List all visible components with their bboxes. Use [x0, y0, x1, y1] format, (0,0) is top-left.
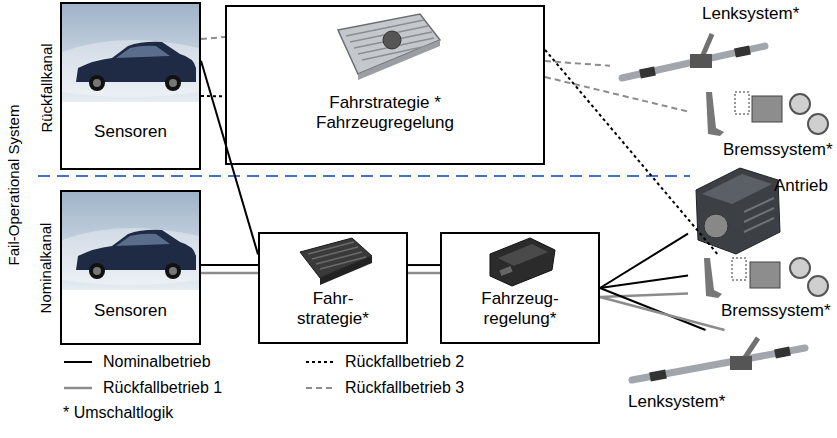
engine-image	[696, 168, 780, 254]
actuator-node: Lenksystem*	[610, 2, 775, 87]
process-box: Fahrstrategie * Fahrzeugregelung	[225, 5, 545, 165]
process-box: Fahr- strategie*	[258, 232, 408, 344]
actuator-label: Antrieb	[774, 176, 834, 196]
car-sensor-image	[62, 192, 199, 290]
legend-line-sample	[63, 382, 93, 394]
signal-connector	[201, 272, 258, 275]
legend-line-sample	[305, 382, 335, 394]
legend-line	[64, 387, 92, 390]
actuator-label: Lenksystem*	[628, 392, 740, 412]
box-label: Sensoren	[60, 122, 201, 142]
brake-image	[706, 92, 828, 136]
box-label: Fahrzeug- regelung*	[465, 289, 575, 330]
actuator-node: Lenksystem*	[620, 330, 810, 425]
channel-separator	[38, 175, 690, 177]
actuator-node: Bremssystem*	[690, 78, 835, 163]
ecu-image	[338, 14, 440, 80]
actuator-node: Bremssystem*	[688, 254, 835, 326]
signal-connector	[600, 234, 688, 288]
note-label: * Umschaltlogik	[63, 403, 173, 422]
legend-text: Rückfallbetrieb 2	[345, 352, 464, 371]
box-label: Sensoren	[60, 301, 201, 321]
brake-image	[704, 258, 828, 298]
signal-connector	[600, 276, 688, 288]
legend-text: Nominalbetrieb	[103, 352, 211, 371]
actuator-label: Bremssystem*	[723, 140, 833, 160]
signal-connector	[201, 61, 258, 255]
box-label: Fahr- strategie*	[283, 289, 383, 330]
process-box: Sensoren	[60, 190, 201, 345]
signal-connector	[408, 272, 440, 275]
legend-text: Rückfallbetrieb 1	[103, 378, 222, 397]
channel-label: Nominalkanal	[37, 223, 55, 314]
legend-line	[64, 361, 92, 363]
steering-image	[632, 338, 805, 380]
channel-label: Rückfallkanal	[37, 43, 55, 132]
signal-connector	[600, 297, 725, 330]
legend-line	[306, 361, 334, 363]
signal-connector	[600, 288, 706, 330]
box-label: Fahrstrategie * Fahrzeugregelung	[305, 93, 465, 134]
signal-connector	[545, 61, 610, 66]
process-box: Fahrzeug- regelung*	[440, 232, 600, 344]
actuator-label: Bremssystem*	[721, 301, 833, 321]
actuator-label: Lenksystem*	[702, 4, 802, 24]
process-box: Sensoren	[60, 2, 201, 170]
signal-connector	[545, 50, 717, 254]
car-sensor-image	[62, 4, 199, 102]
signal-connector	[201, 264, 258, 266]
legend-line	[306, 387, 334, 389]
signal-connector	[201, 37, 225, 39]
ecu-image	[490, 238, 555, 286]
legend-text: Rückfallbetrieb 3	[345, 378, 464, 397]
signal-connector	[545, 77, 690, 112]
steering-image	[622, 34, 765, 78]
actuator-node: Antrieb	[688, 160, 835, 252]
signal-connector	[408, 264, 440, 266]
signal-connector	[201, 95, 225, 97]
legend-line-sample	[305, 356, 335, 368]
channel-label: Fail-Operational System	[5, 105, 23, 266]
legend-line-sample	[63, 356, 93, 368]
ecu-image	[300, 238, 372, 285]
